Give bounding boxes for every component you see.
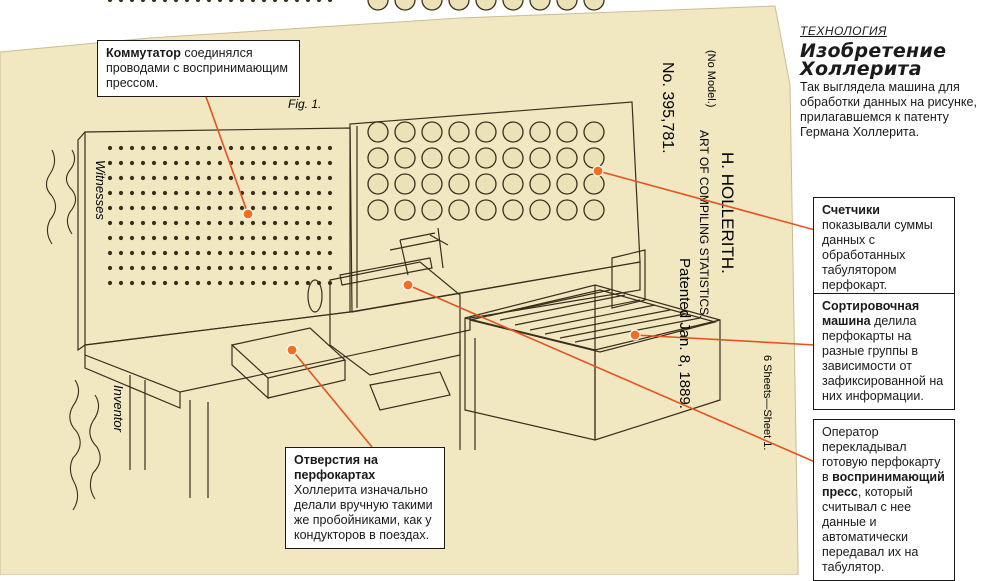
patent-inventor: H. HOLLERITH.	[718, 152, 737, 274]
callout-sorter: Сортировочная машина делила перфокарты н…	[813, 293, 955, 410]
callout-commutator: Коммутатор соединялся проводами с воспри…	[97, 40, 300, 97]
callout-counters: Счетчики показывали суммы данных с обраб…	[813, 197, 955, 299]
patent-number: No. 395,781.	[659, 62, 676, 154]
marker-holes	[286, 344, 298, 356]
sorter-lids	[487, 289, 701, 343]
patent-witnesses: Witnesses	[93, 160, 108, 220]
callout-commutator-bold: Коммутатор	[106, 46, 181, 60]
patent-sheets: 6 Sheets—Sheet 1.	[761, 355, 773, 450]
callout-counters-bold: Счетчики	[822, 203, 880, 217]
receiving-press	[329, 261, 461, 376]
callout-holes-text: Холлерита изначально делали вручную таки…	[294, 483, 433, 542]
callout-holes: Отверстия на перфокартах Холлерита изнач…	[285, 447, 445, 549]
signature-scribbles	[45, 149, 101, 511]
callout-sorter-text: делила перфокарты на разные группы в зав…	[822, 314, 944, 403]
leader-sorter	[634, 334, 816, 346]
marker-press	[402, 279, 414, 291]
callout-press-bold: воспринимающий пресс	[822, 470, 945, 499]
patent-no-model: (No Model.)	[705, 50, 717, 107]
patent-date: Patented Jan. 8, 1889.	[676, 258, 693, 409]
article-header: ТЕХНОЛОГИЯ Изобретение Холлерита Так выг…	[800, 24, 995, 140]
callout-press-pre: Оператор перекладывал готовую перфокарту…	[822, 425, 941, 484]
article-description: Так выглядела машина для обработки данны…	[800, 80, 977, 139]
callout-press: Оператор перекладывал готовую перфокарту…	[813, 419, 955, 581]
callout-sorter-bold: Сортировочная машина	[822, 299, 920, 328]
marker-commutator	[242, 208, 254, 220]
patent-subject: ART OF COMPILING STATISTICS.	[697, 130, 711, 318]
patent-inventor-label: Inventor	[111, 385, 126, 433]
leader-press	[407, 284, 816, 463]
callout-press-post: , который считывал с нее данные и автома…	[822, 485, 919, 574]
leader-commutator	[199, 79, 249, 215]
callout-holes-bold: Отверстия на перфокартах	[294, 453, 378, 482]
patent-fig-label: Fig. 1.	[288, 97, 321, 111]
marker-counters	[592, 165, 604, 177]
article-title: Изобретение Холлерита	[800, 40, 947, 80]
commutator-holes	[107, 0, 333, 286]
table-top	[84, 261, 641, 393]
callout-counters-text: показывали суммы данных с обработанных т…	[822, 218, 933, 292]
section-label: ТЕХНОЛОГИЯ	[800, 24, 887, 38]
counter-dials	[367, 0, 605, 221]
leader-holes	[291, 349, 373, 448]
leader-counters	[597, 170, 816, 231]
callout-commutator-text: соединялся проводами с воспринимающим пр…	[106, 46, 288, 90]
marker-sorter	[629, 329, 641, 341]
